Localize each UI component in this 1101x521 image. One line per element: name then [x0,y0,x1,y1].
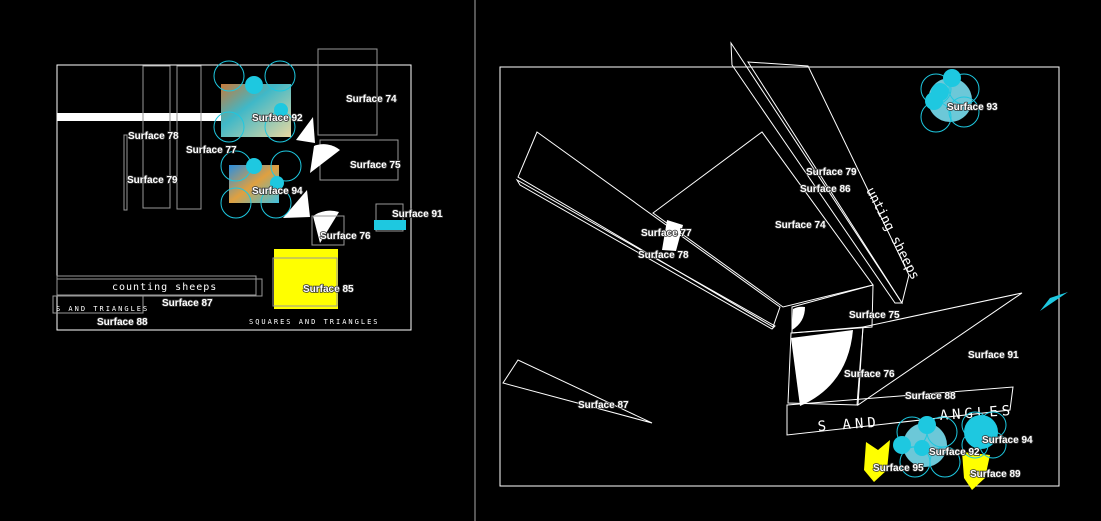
surface-79-shape[interactable] [123,134,128,211]
label-surface-91: Surface 91 [968,350,1019,361]
move-icon[interactable] [943,69,961,87]
cyan-tip-shape [1040,292,1068,311]
surface-79-shape[interactable] [730,41,903,304]
label-surface-76: Surface 76 [844,369,895,380]
label-surface-88: Surface 88 [905,391,956,402]
rotate-icon[interactable] [274,103,288,117]
surface-88-shape[interactable] [786,386,1014,436]
rotate-icon[interactable] [893,436,911,454]
wedge-shape[interactable] [283,190,310,218]
label-surface-85: Surface 85 [303,284,354,295]
surface-93-handles[interactable] [920,69,980,133]
label-surface-76: Surface 76 [320,231,371,242]
label-surface-86: Surface 86 [800,184,851,195]
corner-handle[interactable] [979,411,1007,439]
move-icon[interactable] [246,158,262,174]
surface-77-fill [662,220,683,251]
corner-handle[interactable] [948,96,980,128]
s-and-text: S AND [817,415,880,435]
input-canvas-frame [56,64,412,331]
surface-94-handles[interactable] [220,150,302,219]
surface-86-shape[interactable] [747,61,910,305]
label-surface-88: Surface 88 [97,317,148,328]
scale-icon[interactable] [914,440,930,456]
label-surface-77: Surface 77 [641,228,692,239]
view-divider[interactable] [474,0,476,521]
corner-handle[interactable] [270,150,302,182]
corner-handle[interactable] [929,446,961,478]
surface-92-handles[interactable] [893,416,961,478]
label-surface-79: Surface 79 [806,167,857,178]
label-surface-79: Surface 79 [127,175,178,186]
input-view[interactable]: counting sheeps S AND TRIANGLES SQUARES … [52,48,444,331]
surface-91-shape[interactable] [857,292,1023,406]
label-surface-94: Surface 94 [252,186,303,197]
wedge-shape[interactable] [296,117,315,143]
counting-sheeps-text: counting sheeps [112,282,217,293]
corner-handle[interactable] [220,187,252,219]
corner-handle[interactable] [264,60,296,92]
surface-94-media[interactable] [964,415,998,449]
surface-74-shape[interactable] [317,48,378,136]
quarter-shape [791,330,853,406]
label-surface-92: Surface 92 [929,447,980,458]
label-surface-94: Surface 94 [982,435,1033,446]
rotate-icon[interactable] [270,176,284,190]
corner-handle[interactable] [961,431,989,459]
label-surface-93: Surface 93 [947,102,998,113]
surface-95-shape[interactable] [864,440,890,482]
wedge-shape[interactable] [310,144,340,173]
corner-handle[interactable] [961,411,989,439]
angles-text: ANGLES [939,403,1015,424]
label-surface-87: Surface 87 [162,298,213,309]
label-surface-78: Surface 78 [638,250,689,261]
label-surface-75: Surface 75 [849,310,900,321]
scale-icon[interactable] [931,83,949,101]
surface-74-shape[interactable] [652,131,874,308]
corner-handle[interactable] [213,60,245,92]
output-view[interactable]: unting sheeps S AND ANGLES [499,41,1068,490]
surface-91-shape[interactable] [375,203,404,232]
surface-76-shape[interactable] [311,215,345,246]
corner-handle[interactable] [948,73,980,105]
label-surface-87: Surface 87 [578,400,629,411]
surface-77-shape[interactable] [176,65,202,210]
surface-78-shape[interactable] [517,131,781,328]
wedge-shape[interactable] [313,210,339,243]
label-surface-77: Surface 77 [186,145,237,156]
label-surface-78: Surface 78 [128,131,179,142]
corner-handle[interactable] [979,431,1007,459]
surface-76-shape[interactable] [787,326,864,406]
move-icon[interactable] [918,416,936,434]
output-canvas-frame [499,66,1060,487]
surface-78-shape[interactable] [142,65,171,209]
surface-87-shape[interactable] [502,359,653,424]
s-and-triangles-text: S AND TRIANGLES [56,305,149,313]
surface-85-shape[interactable] [274,249,338,309]
corner-handle[interactable] [213,111,245,143]
label-surface-91: Surface 91 [392,209,443,220]
surface-92-handles[interactable] [213,60,296,143]
label-surface-75: Surface 75 [350,160,401,171]
surface-94-handles[interactable] [961,411,1007,459]
squares-and-triangles-text: SQUARES AND TRIANGLES [249,318,380,326]
quarter-shape [792,306,805,330]
label-surface-92: Surface 92 [252,113,303,124]
surface-87-shape[interactable] [56,278,263,297]
surface-89-shape[interactable] [962,452,990,490]
label-surface-74: Surface 74 [346,94,397,105]
surface-77-strip[interactable] [515,178,776,330]
label-surface-89: Surface 89 [970,469,1021,480]
surface-85-frame [272,257,338,307]
label-surface-74: Surface 74 [775,220,826,231]
label-surface-95: Surface 95 [873,463,924,474]
surface-88-shape[interactable] [52,295,144,314]
cyan-bar-shape[interactable] [374,220,406,230]
surface-75-shape[interactable] [791,284,874,334]
move-icon[interactable] [245,76,263,94]
